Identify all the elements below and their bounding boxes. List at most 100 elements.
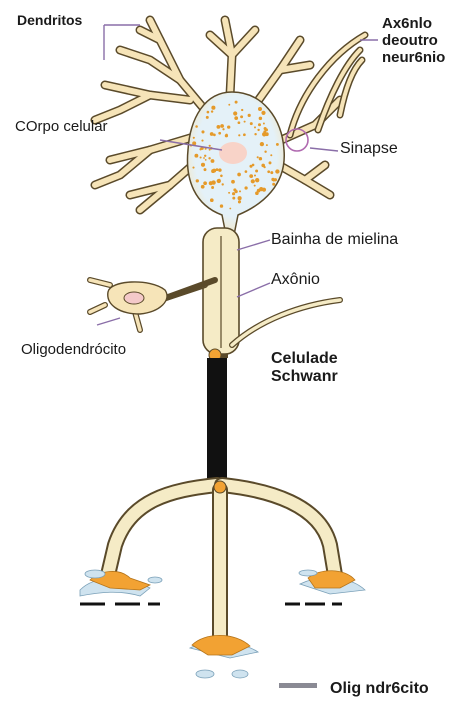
granule-dot — [192, 167, 194, 169]
granule-dot — [254, 126, 256, 128]
granule-dot — [274, 178, 277, 181]
granule-dot — [251, 179, 255, 183]
granule-dot — [209, 145, 211, 147]
granule-dot — [222, 183, 224, 185]
granule-dot — [261, 111, 265, 115]
oligodendrocyte-nucleus — [124, 292, 144, 304]
granule-dot — [266, 144, 268, 146]
granule-dot — [254, 174, 256, 176]
granule-dot — [244, 121, 246, 123]
granule-dot — [259, 117, 262, 120]
granule-dot — [211, 106, 215, 110]
granule-dot — [259, 157, 262, 160]
granule-dot — [263, 123, 265, 125]
granule-dot — [211, 186, 214, 189]
granule-dot — [254, 185, 256, 187]
granule-dot — [204, 168, 207, 171]
granule-dot — [265, 132, 269, 136]
granule-dot — [276, 143, 279, 146]
granule-dot — [245, 170, 248, 173]
label-dendritos: Dendritos — [17, 13, 82, 29]
granule-dot — [220, 124, 224, 128]
granule-dot — [237, 173, 241, 177]
granule-dot — [199, 148, 201, 150]
granule-dot — [255, 178, 259, 182]
granule-dot — [211, 180, 215, 184]
granule-dot — [206, 116, 209, 119]
granule-dot — [220, 175, 223, 178]
granule-dot — [238, 121, 241, 124]
granule-dot — [257, 156, 259, 158]
granule-dot — [216, 168, 219, 171]
granule-dot — [222, 128, 224, 130]
label-bainha-de-mielina: Bainha de mielina — [271, 231, 398, 249]
granule-dot — [204, 155, 206, 157]
schwann-process — [232, 300, 340, 345]
granule-dot — [211, 159, 215, 163]
granule-dot — [244, 186, 247, 189]
granule-dot — [210, 132, 214, 136]
legend-swatch — [279, 683, 317, 688]
granule-dot — [264, 151, 266, 153]
granule-dot — [243, 133, 246, 136]
granule-dot — [258, 107, 262, 111]
granule-dot — [257, 129, 259, 131]
granule-dot — [229, 208, 231, 210]
nucleus — [219, 142, 247, 164]
granule-dot — [249, 165, 252, 168]
branch-node — [214, 481, 226, 493]
granule-dot — [239, 190, 241, 192]
granule-dot — [260, 142, 264, 146]
granule-dot — [228, 192, 230, 194]
granule-dot — [240, 115, 243, 118]
granule-dot — [250, 122, 253, 125]
granule-dot — [264, 166, 266, 168]
granule-dot — [270, 171, 273, 174]
granule-dot — [238, 200, 241, 203]
granule-dot — [207, 111, 210, 114]
granule-dot — [241, 109, 243, 111]
granule-dot — [258, 123, 261, 126]
granule-dot — [217, 125, 221, 129]
granule-dot — [235, 101, 238, 104]
axon-terminals — [108, 485, 335, 640]
granule-dot — [257, 189, 261, 193]
axon-black-segment — [207, 358, 227, 480]
granule-dot — [227, 125, 230, 128]
granule-dot — [201, 163, 205, 167]
label-sinapse: Sinapse — [340, 140, 398, 158]
granule-dot — [195, 125, 198, 128]
granule-dot — [203, 181, 207, 185]
label-olig-ndrocito: Olig ndr6cito — [330, 680, 429, 698]
granule-dot — [203, 157, 205, 159]
granule-dot — [238, 196, 242, 200]
label-corpo-celular: COrpo celular — [15, 119, 108, 136]
granule-dot — [211, 169, 215, 173]
granule-dot — [272, 183, 275, 186]
granule-dot — [254, 133, 256, 135]
granule-dot — [238, 134, 240, 136]
label-axonio-outro-neuronio: Ax6nlo deoutro neur6nio — [382, 16, 445, 66]
granule-dot — [234, 116, 238, 120]
granule-dot — [270, 154, 272, 156]
granule-dot — [275, 169, 279, 173]
granule-dot — [205, 159, 207, 161]
granule-dot — [232, 192, 235, 195]
granule-dot — [201, 130, 204, 133]
granule-dot — [269, 161, 272, 164]
granule-dot — [249, 174, 253, 178]
label-oligodendrocito: Oligodendrócito — [21, 342, 126, 359]
granule-dot — [201, 140, 203, 142]
granule-dot — [196, 179, 199, 182]
granule-dot — [248, 114, 251, 117]
label-axonio: Axônio — [271, 271, 320, 289]
granule-dot — [225, 134, 227, 136]
oligodendrocyte-cell — [90, 280, 215, 330]
granule-dot — [200, 156, 202, 158]
granule-dot — [233, 111, 237, 115]
granule-dot — [208, 157, 210, 159]
granule-dot — [255, 170, 258, 173]
granule-dot — [218, 168, 222, 172]
label-celulade-schwanr: Celulade Schwanr — [271, 350, 338, 386]
